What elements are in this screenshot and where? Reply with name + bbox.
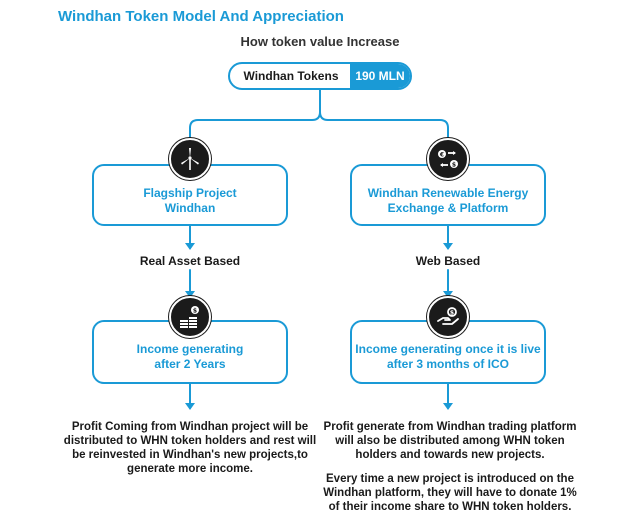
svg-text:$: $: [452, 161, 456, 168]
right-income-line2: after 3 months of ICO: [386, 357, 509, 371]
arrow-left-3: [185, 403, 195, 410]
right-description2-line: Every time a new project is introduced o…: [326, 473, 574, 485]
right-project-line1: Windhan Renewable Energy: [367, 186, 529, 200]
currency-exchange-icon: € $: [427, 138, 469, 180]
left-basis-label: Real Asset Based: [139, 254, 241, 268]
left-description-line: distributed to WHN token holders and res…: [63, 435, 317, 447]
arrow-right-3: [443, 403, 453, 410]
money-stack-icon: $: [169, 296, 211, 338]
connector-token-right: [319, 111, 449, 161]
hand-coin-icon: $: [427, 296, 469, 338]
left-description: Profit Coming from Windhan project will …: [52, 420, 328, 476]
right-basis-label: Web Based: [415, 254, 481, 268]
wind-turbine-icon: [169, 138, 211, 180]
arrow-right-1: [443, 243, 453, 250]
token-label: Windhan Tokens: [243, 69, 339, 83]
right-description-2: Every time a new project is introduced o…: [318, 472, 582, 514]
left-description-line: Profit Coming from Windhan project will …: [71, 421, 309, 433]
left-project-line2: Windhan: [164, 201, 216, 215]
left-income-line1: Income generating: [136, 342, 244, 356]
token-pill: Windhan Tokens 190 MLN: [228, 62, 412, 90]
arrow-right-2: [443, 291, 453, 298]
right-description: Profit generate from Windhan trading pla…: [318, 420, 582, 462]
right-description-line: holders and towards new projects.: [355, 449, 545, 461]
left-income-line2: after 2 Years: [154, 357, 226, 371]
diagram-title: Windhan Token Model And Appreciation: [58, 8, 344, 25]
svg-text:$: $: [450, 309, 454, 316]
right-description-line: Profit generate from Windhan trading pla…: [323, 421, 577, 433]
right-project-line2: Exchange & Platform: [387, 201, 509, 215]
diagram-subtitle: How token value Increase: [240, 34, 400, 49]
left-description-line: be reinvested in Windhan's new projects,…: [72, 449, 308, 461]
right-income-line1: Income generating once it is live: [355, 342, 541, 356]
arrow-left-2: [185, 291, 195, 298]
svg-text:€: €: [439, 151, 444, 158]
left-description-line: generate more income.: [127, 463, 253, 475]
arrow-left-1: [185, 243, 195, 250]
svg-text:$: $: [193, 308, 197, 315]
left-project-box: Flagship Project Windhan: [92, 164, 288, 226]
right-description-line: will also be distributed among WHN token: [335, 435, 565, 447]
token-value: 190 MLN: [350, 64, 410, 88]
right-description2-line: of their income share to WHN token holde…: [328, 501, 572, 513]
right-project-box: Windhan Renewable Energy Exchange & Plat…: [350, 164, 546, 226]
right-description2-line: Windhan platform, they will have to dona…: [323, 487, 577, 499]
left-project-line1: Flagship Project: [143, 186, 237, 200]
connector-token-left: [189, 89, 321, 161]
